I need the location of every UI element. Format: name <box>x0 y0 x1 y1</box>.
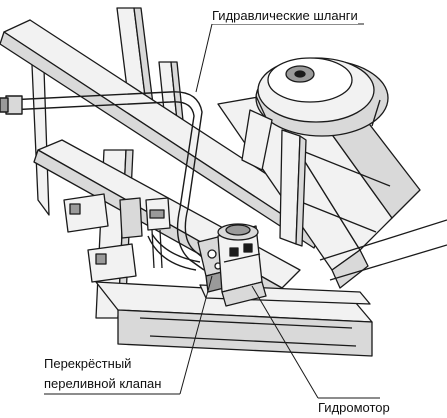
mounting-brackets <box>63 193 171 283</box>
wheel-bracket <box>241 109 307 247</box>
hydraulic-hoses <box>0 91 209 271</box>
label-relief-valve-line2: переливной клапан <box>44 376 162 392</box>
hydraulic-motor <box>217 223 267 307</box>
label-hydraulic-hoses: Гидравлические шланги <box>212 8 358 24</box>
support-wheel <box>255 57 389 137</box>
label-relief-valve-line1: Перекрёстный <box>44 356 132 372</box>
label-hydraulic-motor: Гидромотор <box>318 400 390 416</box>
callout-lines <box>44 23 380 399</box>
